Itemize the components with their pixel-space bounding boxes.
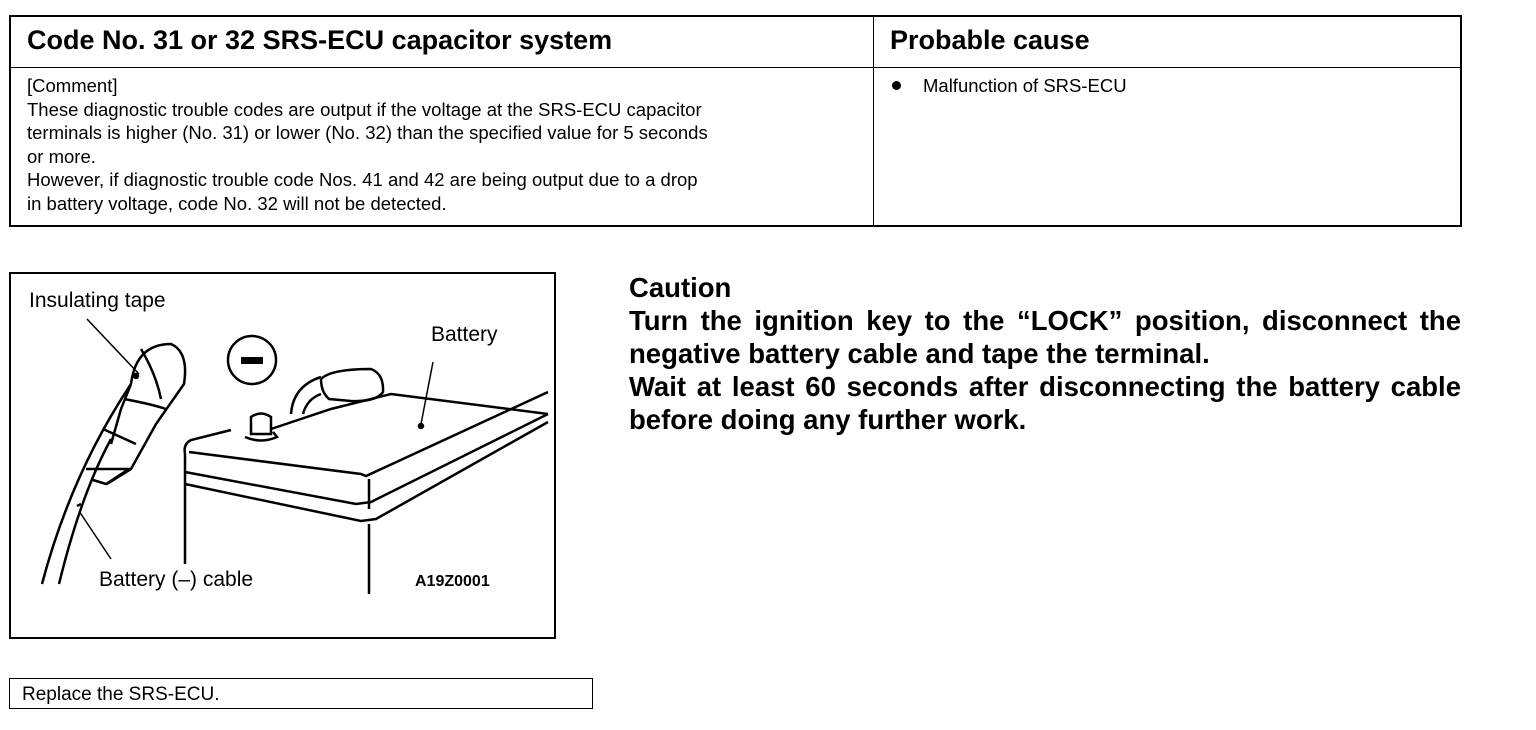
- cause-item: Malfunction of SRS-ECU: [892, 74, 1444, 98]
- action-box: Replace the SRS-ECU.: [9, 678, 593, 709]
- cause-text: Malfunction of SRS-ECU: [923, 75, 1127, 96]
- caution-line: Wait at least 60 seconds after disconnec…: [629, 371, 1461, 435]
- diagnostic-code-table: Code No. 31 or 32 SRS-ECU capacitor syst…: [9, 15, 1462, 227]
- bullet-icon: [892, 80, 901, 90]
- code-header: Code No. 31 or 32 SRS-ECU capacitor syst…: [9, 15, 874, 68]
- battery-illustration: Insulating tape Battery Battery (–) cabl…: [9, 272, 556, 639]
- cause-cell: Malfunction of SRS-ECU: [873, 67, 1462, 227]
- battery-drawing: [40, 318, 549, 594]
- caution-title: Caution: [629, 272, 732, 303]
- comment-cell: [Comment] These diagnostic trouble codes…: [9, 67, 874, 227]
- insulating-tape-label: Insulating tape: [29, 289, 166, 312]
- caution-line: Turn the ignition key to the “LOCK” posi…: [629, 305, 1461, 369]
- comment-line: or more.: [27, 145, 96, 167]
- battery-label: Battery: [431, 323, 498, 346]
- comment-line: However, if diagnostic trouble code Nos.…: [27, 169, 698, 190]
- comment-line: terminals is higher (No. 31) or lower (N…: [27, 122, 708, 143]
- battery-cable-label: Battery (–) cable: [99, 568, 254, 591]
- comment-line: [Comment]: [27, 75, 118, 96]
- caution-note: Caution Turn the ignition key to the “LO…: [629, 271, 1461, 436]
- comment-line: in battery voltage, code No. 32 will not…: [27, 192, 447, 214]
- figure-id: A19Z0001: [415, 573, 490, 590]
- comment-line: These diagnostic trouble codes are outpu…: [27, 98, 702, 120]
- probable-cause-header: Probable cause: [873, 15, 1462, 68]
